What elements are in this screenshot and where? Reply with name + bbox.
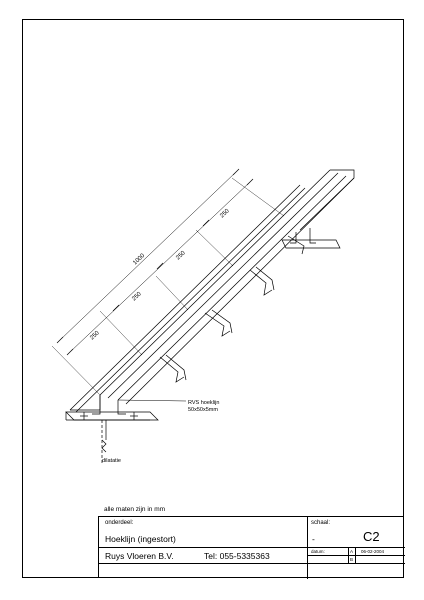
beam-edge-2 bbox=[107, 172, 339, 399]
datum-label: datum: bbox=[311, 549, 325, 554]
revision-a-date: 06-02-2004 bbox=[361, 549, 385, 554]
anchor-3 bbox=[249, 266, 275, 296]
end-plate-near bbox=[65, 411, 159, 421]
section-angle-left bbox=[92, 395, 101, 415]
company-phone: Tel: 055-5335363 bbox=[204, 551, 270, 561]
anchor-4 bbox=[287, 235, 305, 255]
anchor-1 bbox=[159, 354, 187, 383]
beam-near-end bbox=[70, 395, 101, 411]
end-plate-far bbox=[281, 239, 341, 249]
drawing-code: C2 bbox=[363, 529, 380, 544]
dilatation-label: dilatatie bbox=[102, 458, 121, 464]
dim-seg-3: 250 bbox=[175, 250, 187, 262]
beam-edge-3 bbox=[117, 175, 347, 401]
dim-line-total bbox=[59, 171, 237, 341]
title-block: onderdeel: Hoeklijn (ingestort) schaal: … bbox=[98, 516, 405, 579]
onderdeel-label: onderdeel: bbox=[105, 520, 134, 526]
beam-edge-bottom bbox=[69, 184, 301, 411]
section-angle-right bbox=[117, 400, 126, 415]
dim-seg-2: 250 bbox=[131, 291, 143, 303]
beam-far-end bbox=[299, 169, 355, 231]
beam-edge-4 bbox=[125, 177, 355, 405]
beam-edge-top bbox=[99, 169, 331, 396]
company-name: Ruys Vloeren B.V. bbox=[105, 551, 174, 561]
dim-seg-1: 250 bbox=[89, 330, 101, 342]
beam-edge-5 bbox=[75, 187, 306, 413]
dim-line-segments bbox=[69, 181, 251, 353]
anchor-2 bbox=[204, 309, 233, 337]
revision-a: A bbox=[350, 549, 354, 554]
profile-label-2: 50x50x5mm bbox=[188, 407, 218, 413]
dimensions-note: alle maten zijn in mm bbox=[104, 506, 166, 513]
onderdeel-value: Hoeklijn (ingestort) bbox=[105, 534, 176, 544]
dim-seg-4: 250 bbox=[219, 208, 231, 220]
revision-b: B bbox=[350, 557, 354, 562]
schaal-label: schaal: bbox=[311, 520, 331, 526]
profile-label-1: RVS hoeklijn bbox=[188, 400, 219, 406]
drawing-frame bbox=[22, 19, 404, 578]
schaal-value: - bbox=[312, 534, 315, 544]
